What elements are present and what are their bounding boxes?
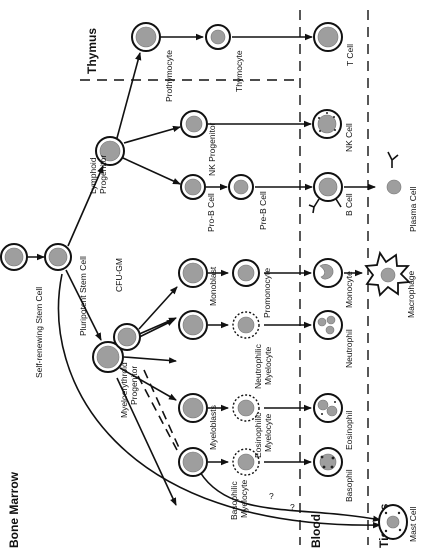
label-basophil: Basophil [344,469,354,502]
label-t-cell: T Cell [345,44,355,66]
label-monocyte: Monocyte [344,271,354,308]
cell-cfu-gm [113,323,141,351]
label-pluripotent: Pluripotent Stem Cell [78,256,88,336]
cell-neutrophilic-myelocyte [232,311,260,339]
cell-mast [378,504,408,540]
cell-pro-b [180,174,206,200]
label-eosinophilic-2: Myelocyte [263,413,273,452]
arrow-myelo-to-cfu-branch [123,356,177,364]
cell-t-cell [313,22,343,52]
cell-lymphoid-progenitor [95,136,125,166]
dashed-link-1 [137,375,178,451]
label-prothymocyte: Prothymocyte [164,50,174,102]
arrow-to-mastcell-upper [199,471,381,522]
cell-blast-neutro [178,310,208,340]
label-pre-b: Pre-B Cell [258,191,268,230]
label-lymphoid-2: Progenitor [98,155,108,194]
cell-labels: Self-renewing Stem Cell Pluripotent Stem… [34,44,418,542]
arrow-lymphoid-to-prothymocyte [116,52,142,139]
arrow-pluri-to-myeloerythroid [65,269,102,341]
label-myeloerythroid-1: Myeloerythroid [119,362,129,418]
cell-pluripotent [44,243,72,271]
cell-promonocyte [232,259,260,287]
label-promonocyte: Promonocyte [262,268,272,318]
antibody-icon [387,151,399,168]
label-question-2: ? [269,491,274,501]
label-basophilic-2: Myelocyte [239,479,249,518]
cell-monoblast [178,258,208,288]
label-question-1: ? [290,502,295,512]
label-eosinophilic-1: Eosinophilic [253,412,263,458]
arrow-to-mastcell-lower [57,273,381,529]
cell-self-renewing [0,243,28,271]
label-nk-cell: NK Cell [344,123,354,152]
antibody-receptor-1 [308,198,320,214]
cell-neutrophil [313,310,343,340]
label-mast-cell: Mast Cell [408,506,418,542]
cell-nk-progenitor [180,110,208,138]
label-neutrophilic-2: Myelocyte [263,346,273,385]
label-lymphoid-1: Lymphoid [88,157,98,194]
label-basophilic-1: Basophilic [229,481,239,520]
cell-eosinophil [313,393,343,423]
cell-basophil [313,447,343,477]
lineage-arrows [26,33,381,529]
arrow-lymphoid-to-nkprog [123,125,181,144]
region-label-thymus: Thymus [85,28,99,74]
label-eosinophil: Eosinophil [344,411,354,450]
label-myeloerythroid-2: Progenitor [129,366,139,405]
dashed-link-2 [143,369,181,451]
cell-b-cell [308,172,343,214]
cell-basophilic-myelocyte [232,448,260,476]
cell-monocyte [313,258,343,288]
cell-thymocyte [205,24,231,50]
cell-eosinophilic-myelocyte [232,394,260,422]
label-plasma-cell: Plasma Cell [408,187,418,232]
cell-macrophage [364,250,411,297]
cell-plasma [386,179,402,195]
arrow-myelo-to-mastprecursor [116,377,177,506]
region-label-blood: Blood [309,514,323,548]
arrow-cfugm-to-monoblast [138,286,178,330]
label-thymocyte: Thymocyte [234,50,244,92]
arrow-myelo-to-myeloblast-branch [119,367,177,401]
antibody-receptor-2 [335,198,342,208]
cell-basophil-precursor [178,447,208,477]
cell-myeloblast [178,393,208,423]
arrow-pluri-to-lymphoid [67,165,104,247]
region-label-bone-marrow: Bone Marrow [7,471,21,548]
label-nk-progenitor: NK Progenitor [207,122,217,176]
arrow-lymphoid-to-prob [122,157,181,185]
label-self-renewing: Self-renewing Stem Cell [34,287,44,378]
label-neutrophilic-1: Neutrophilic [253,343,263,389]
label-monoblast: Monoblast [208,266,218,306]
cell-myeloerythroid [92,341,124,373]
label-cfu-gm: CFU-GM [114,258,124,292]
region-dividers [80,10,369,545]
cell-prothymocyte [131,22,161,52]
arrow-cfugm-to-neutro-blast [136,317,177,336]
cell-nk-cell [312,109,342,139]
label-neutrophil: Neutrophil [344,329,354,368]
cell-pre-b [228,174,254,200]
label-pro-b: Pro-B Cell [206,193,216,232]
label-myeloblasts: Myeloblasts [208,405,218,450]
label-macrophage: Macrophage [406,270,416,318]
label-b-cell: B Cell [344,193,354,216]
